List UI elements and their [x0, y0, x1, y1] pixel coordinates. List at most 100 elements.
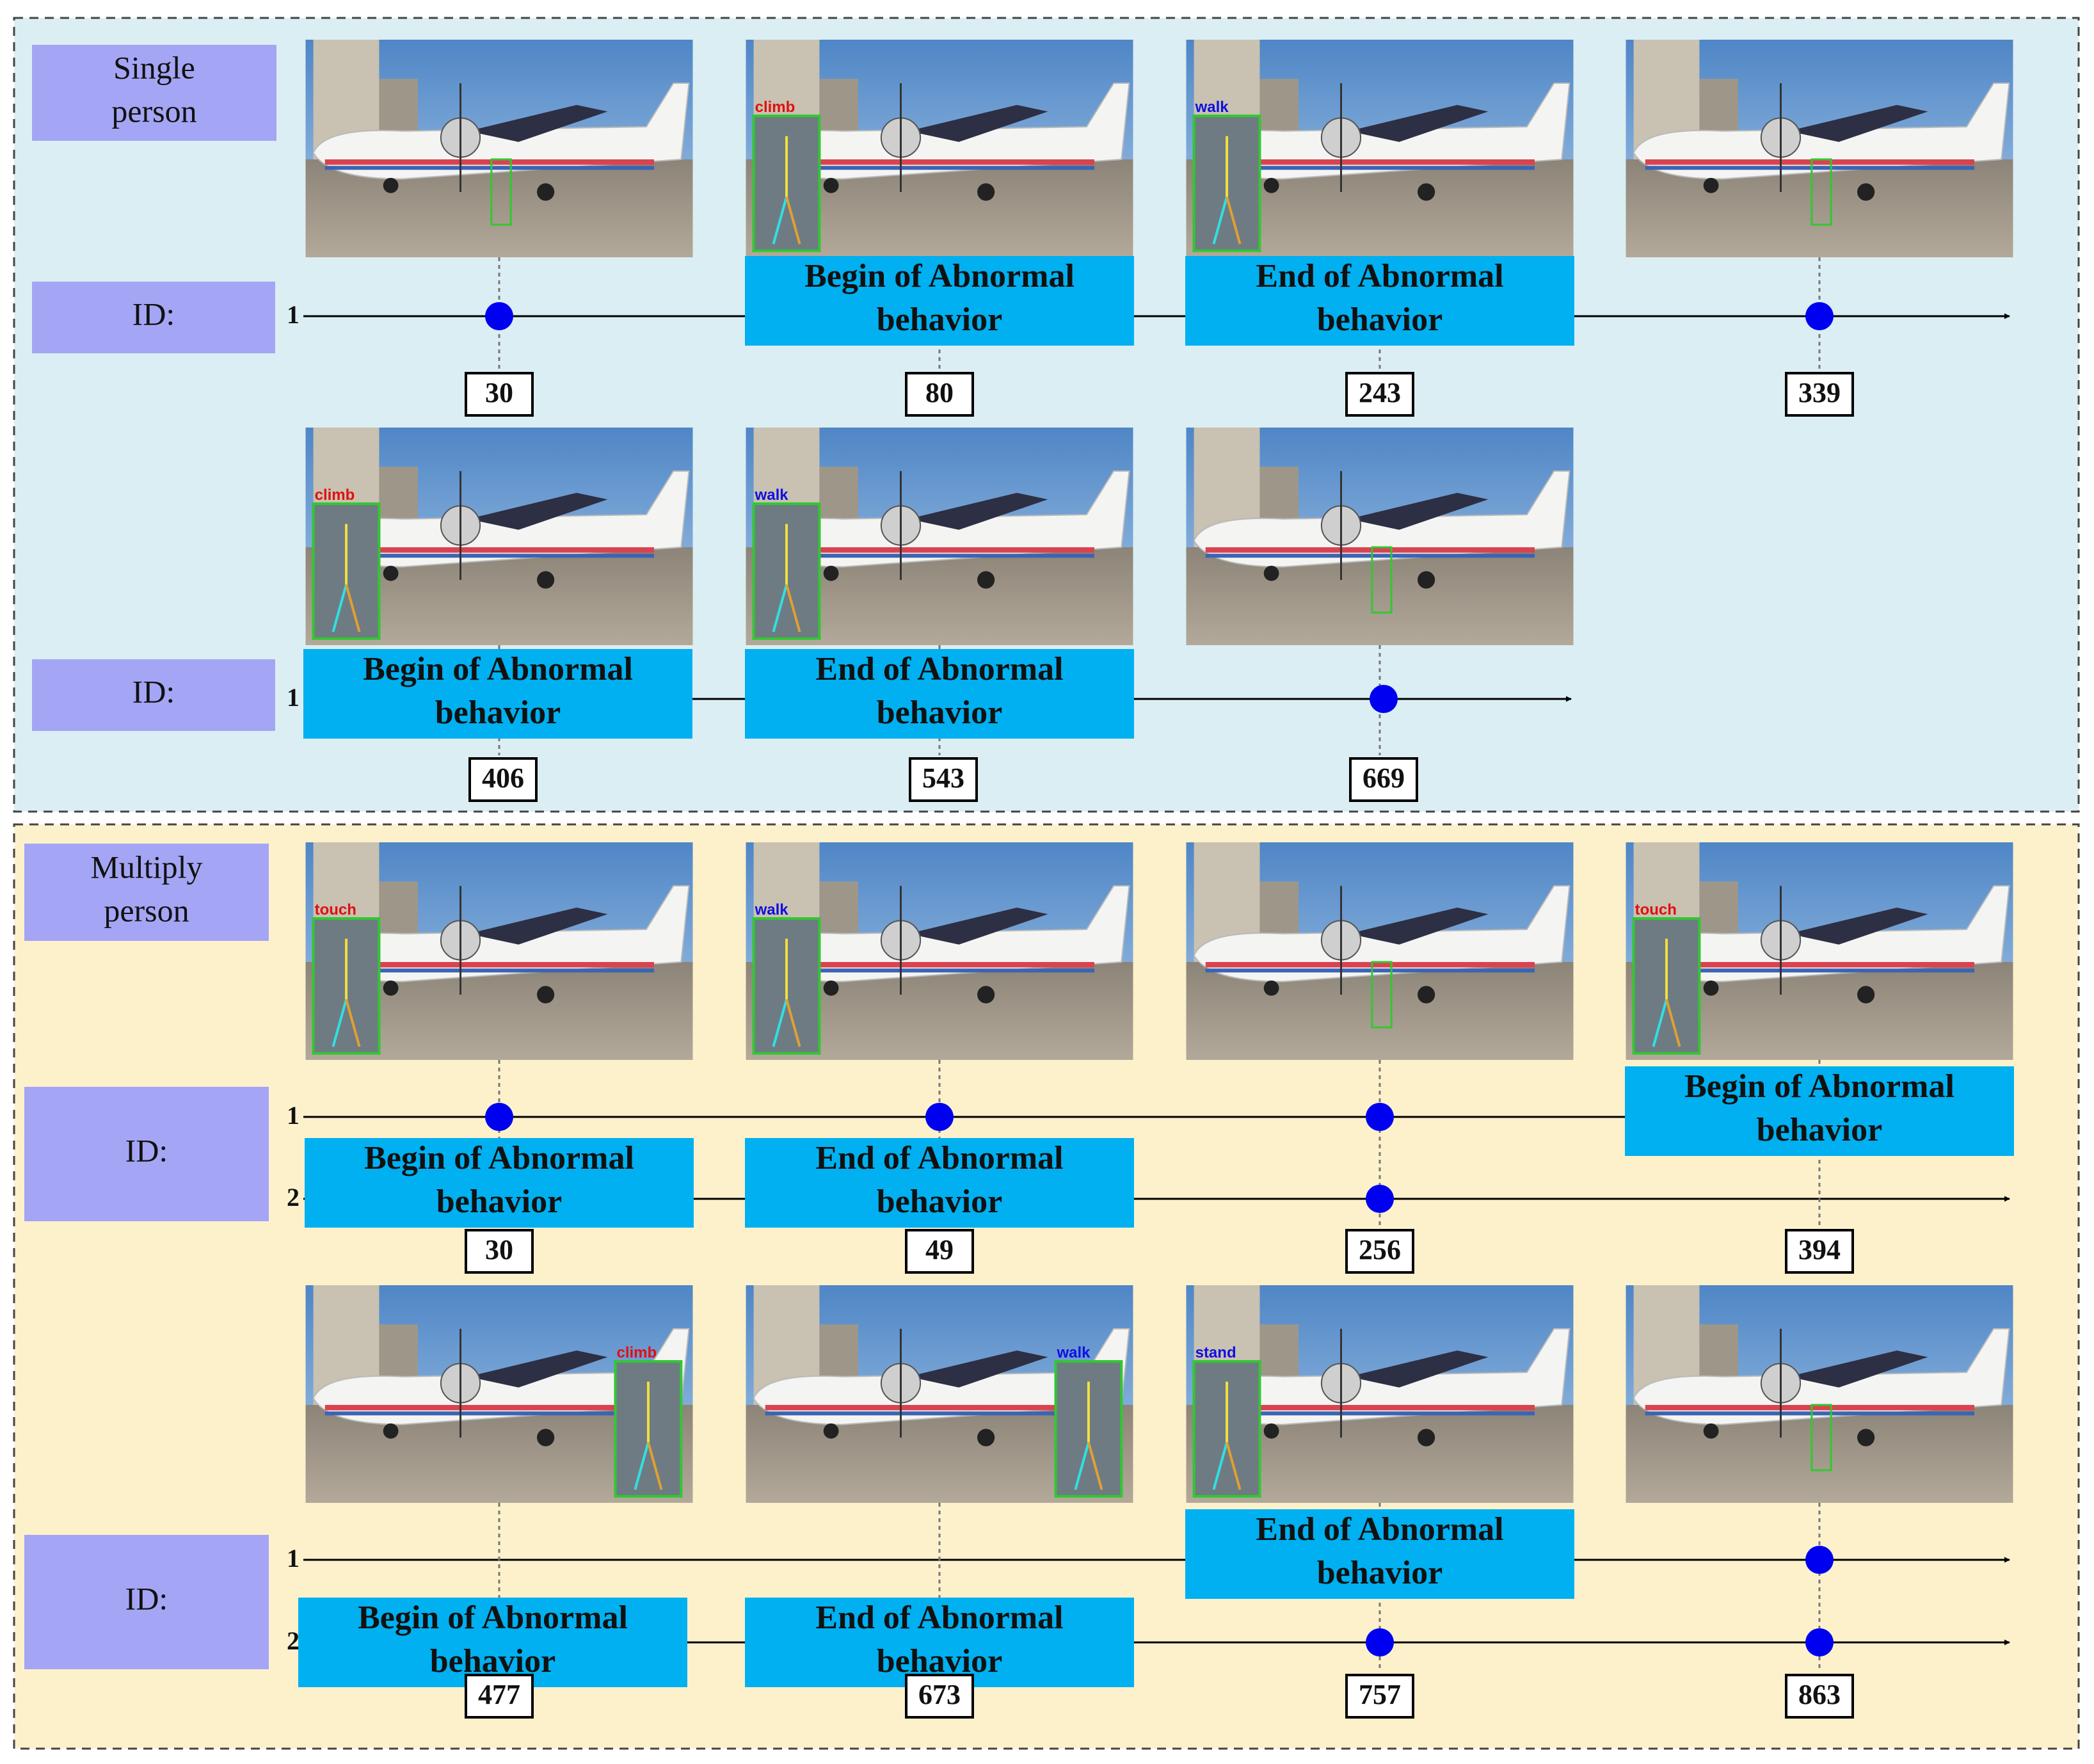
event-label-box [1625, 1066, 2014, 1156]
detection-dot [1366, 1185, 1394, 1213]
skeleton [1212, 196, 1228, 245]
wheel [537, 986, 555, 1004]
person-detection-box [1810, 1404, 1832, 1471]
behavior-label: touch [1635, 901, 1677, 918]
person-detection-box [1371, 961, 1393, 1029]
detection-dot [1805, 1628, 1834, 1656]
frame-number: 543 [922, 762, 964, 794]
airplane-wing [1788, 105, 1928, 142]
airplane-stripe-red [324, 159, 654, 165]
frame-number: 243 [1359, 377, 1401, 408]
wheel [1703, 177, 1719, 193]
airplane-stripe-red [1205, 547, 1535, 553]
track-id: 1 [287, 1544, 300, 1573]
airplane-wing [1788, 1351, 1928, 1388]
airplane-stripe-blue [1205, 166, 1535, 170]
airplane-wing [908, 493, 1048, 530]
event-label-line1: Begin of Abnormal [364, 1140, 634, 1176]
airplane-stripe-blue [1205, 968, 1535, 973]
wheel [977, 571, 995, 589]
track-id: 1 [287, 683, 300, 712]
detection-dot [925, 1103, 954, 1131]
behavior-label: touch [315, 901, 356, 918]
person-detection-box [490, 158, 512, 226]
airplane-wing [908, 1351, 1048, 1388]
wheel [823, 1423, 839, 1439]
wheel [383, 177, 399, 193]
frame-photo [1626, 40, 2013, 257]
wheel [1418, 571, 1435, 589]
wheel [823, 565, 839, 581]
id-label-text: ID: [132, 296, 175, 332]
airplane-stripe-blue [1645, 166, 1974, 170]
skeleton [332, 998, 348, 1047]
event-label-line2: behavior [435, 694, 561, 731]
wheel [1418, 986, 1435, 1004]
frame-number: 863 [1798, 1679, 1841, 1710]
frame-number-box [1785, 372, 1854, 417]
airplane-wing [1348, 1351, 1489, 1388]
wheel [1857, 1429, 1875, 1447]
skeleton [785, 584, 801, 632]
id-label-text: ID: [132, 673, 175, 709]
frame-number: 406 [482, 762, 524, 794]
wheel [823, 980, 839, 996]
frame-number-box [905, 1229, 974, 1274]
track-id: 1 [287, 300, 300, 329]
skeleton [646, 1441, 663, 1490]
frame-number-box [1349, 757, 1418, 802]
skeleton [1226, 1441, 1242, 1490]
wheel [383, 1423, 399, 1439]
id-label-box [32, 659, 275, 731]
wheel [383, 980, 399, 996]
skeleton [1212, 1441, 1228, 1490]
frame-photo [1186, 842, 1574, 1060]
panel-title-box [32, 45, 276, 141]
detection-dot [1370, 685, 1398, 713]
timeline-frame: 256 [1186, 842, 1574, 1274]
track-id: 1 [287, 1101, 300, 1130]
person-detection-box [1810, 158, 1832, 226]
airplane-stripe-red [324, 1405, 654, 1411]
id-label-text: ID: [125, 1580, 168, 1616]
airplane-stripe-blue [1205, 1411, 1535, 1416]
event-label-line2: behavior [877, 1643, 1002, 1680]
behavior-label: walk [755, 486, 789, 504]
wheel [1703, 1423, 1719, 1439]
event-label-box [1185, 256, 1574, 346]
frame-photo [1626, 1285, 2013, 1503]
airplane-wing [1348, 105, 1489, 142]
frame-number-box [905, 372, 974, 417]
detection-dot [485, 1103, 513, 1131]
wheel [1263, 177, 1279, 193]
id-label-text: ID: [125, 1132, 168, 1168]
event-label-box [745, 256, 1134, 346]
airplane-stripe-blue [1645, 1411, 1974, 1416]
skeleton [772, 584, 788, 632]
airplane-stripe-blue [765, 554, 1094, 558]
airplane-stripe-red [1205, 962, 1535, 968]
wheel [1418, 183, 1435, 201]
event-label-box [745, 1598, 1134, 1687]
frame-number-box [1785, 1674, 1854, 1719]
wheel [1263, 565, 1279, 581]
frame-number: 673 [918, 1679, 961, 1710]
event-label-line2: behavior [877, 694, 1002, 731]
event-label-line1: Begin of Abnormal [358, 1600, 628, 1636]
airplane-stripe-blue [324, 1411, 654, 1416]
event-label-line2: behavior [436, 1183, 562, 1220]
behavior-label: walk [1057, 1344, 1091, 1361]
frame-number: 394 [1798, 1234, 1841, 1265]
behavior-label: stand [1195, 1344, 1236, 1361]
frame-photo [1186, 428, 1574, 645]
airplane-stripe-blue [765, 1411, 1094, 1416]
wheel [977, 1429, 995, 1447]
event-label-box [745, 649, 1134, 739]
detection-dot [1805, 1546, 1834, 1574]
wheel [537, 1429, 555, 1447]
airplane-stripe-blue [1645, 968, 1974, 973]
skeleton [634, 1441, 650, 1490]
